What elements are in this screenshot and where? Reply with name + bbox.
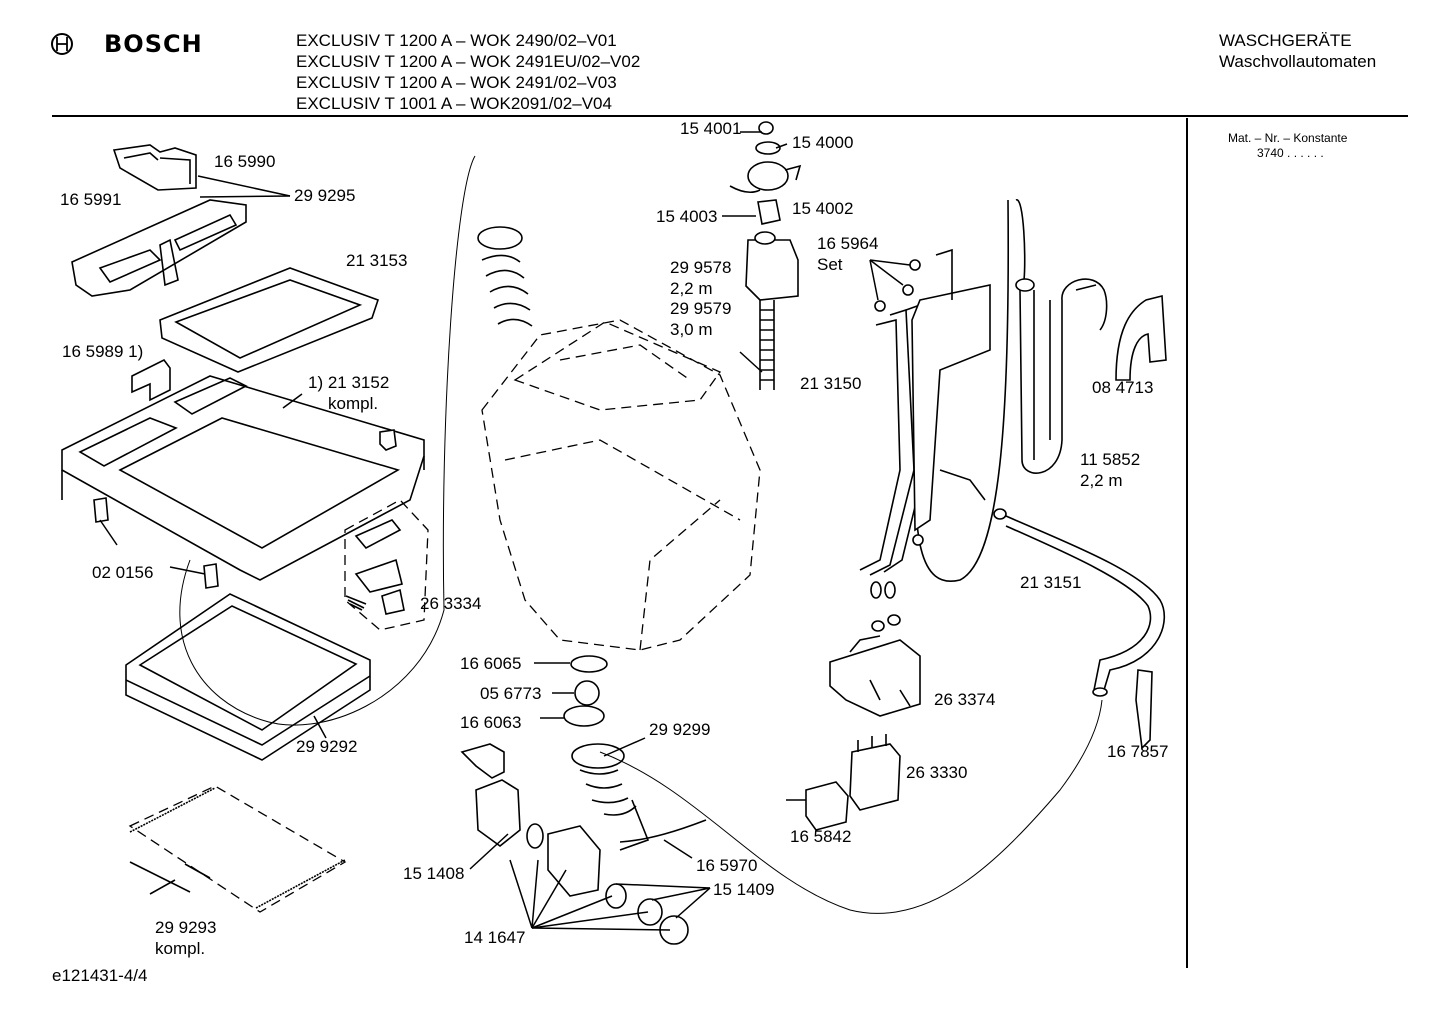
part-overflow-hose-shape xyxy=(1015,278,1108,474)
model-line-3: EXCLUSIV T 1200 A – WOK 2491/02–V03 xyxy=(296,73,617,92)
part-tray-shape xyxy=(159,267,380,373)
part-label: 16 5970 xyxy=(696,856,758,875)
part-aquastop-hose-shape xyxy=(745,231,799,390)
part-label: 15 4001 xyxy=(680,119,742,138)
part-clamp-a-shape xyxy=(93,497,109,523)
part-label: 29 9578 xyxy=(670,258,732,277)
part-label: 26 3374 xyxy=(934,690,996,709)
model-line-4: EXCLUSIV T 1001 A – WOK2091/02–V04 xyxy=(296,94,612,113)
part-detergent-drawer-shape xyxy=(71,199,247,297)
part-gasket-frame-shape xyxy=(125,593,371,761)
category-title: WASCHGERÄTE xyxy=(1219,31,1352,50)
part-label: 16 5842 xyxy=(790,827,852,846)
part-drain-bellows-shape xyxy=(571,743,650,851)
part-clip-shape xyxy=(131,358,171,402)
part-label: 02 0156 xyxy=(92,563,154,582)
part-plug-shape xyxy=(379,429,397,451)
part-label: 15 4003 xyxy=(656,207,718,226)
part-label: 11 5852 xyxy=(1080,450,1141,469)
part-label: 2,2 m xyxy=(670,279,713,298)
part-valve-bracket-shape xyxy=(829,614,921,717)
part-cover-board-shape xyxy=(128,785,347,913)
part-label: 29 9293 xyxy=(155,918,217,937)
model-line-1: EXCLUSIV T 1200 A – WOK 2490/02–V01 xyxy=(296,31,617,50)
part-label: 14 1647 xyxy=(464,928,526,947)
part-label: 16 5990 xyxy=(214,152,276,171)
part-label: 3,0 m xyxy=(670,320,713,339)
part-label: kompl. xyxy=(155,939,206,958)
part-inlet-valve-shape xyxy=(849,734,901,811)
part-label: 15 4000 xyxy=(792,133,854,152)
part-drain-hose-shape xyxy=(993,508,1165,697)
part-top-frame-shape xyxy=(61,375,425,581)
part-seal-rings-shape xyxy=(563,655,608,727)
part-label: 16 6063 xyxy=(460,713,522,732)
part-label: kompl. xyxy=(328,394,379,413)
part-label: 29 9295 xyxy=(294,186,356,205)
part-label: 21 3153 xyxy=(346,251,408,270)
cable-curve-shape xyxy=(599,699,1103,914)
part-label: 08 4713 xyxy=(1092,378,1154,397)
part-hose-clip-shape xyxy=(1135,669,1153,750)
tub-shape xyxy=(481,319,761,651)
part-label: 21 3150 xyxy=(800,374,862,393)
part-label: Set xyxy=(817,255,843,274)
part-suppressor-shape xyxy=(786,781,849,831)
part-inlet-nut-shape xyxy=(729,121,802,225)
part-label: 29 9579 xyxy=(670,299,732,318)
tub-outline-shape xyxy=(179,155,476,726)
part-door-lock-shape xyxy=(344,499,429,631)
bosch-armature-icon xyxy=(51,33,73,55)
part-label: 16 6065 xyxy=(460,654,522,673)
part-label: 16 5964 xyxy=(817,234,879,253)
part-hose-assembly-shape xyxy=(859,248,991,599)
part-drawer-lid-shape xyxy=(112,144,197,191)
part-label: 15 4002 xyxy=(792,199,854,218)
subcategory-title: Waschvollautomaten xyxy=(1219,52,1377,71)
brand-logo: BOSCH xyxy=(104,30,203,58)
part-label: 15 1408 xyxy=(403,864,465,883)
part-label: 26 3330 xyxy=(906,763,968,782)
part-hose-guide-shape xyxy=(1115,294,1167,381)
part-label: 16 5989 1) xyxy=(62,342,144,361)
part-label: 29 9299 xyxy=(649,720,711,739)
part-label: 05 6773 xyxy=(480,684,542,703)
part-label: 2,2 m xyxy=(1080,471,1123,490)
part-label: 26 3334 xyxy=(420,594,482,613)
part-bellows-shape xyxy=(477,226,533,327)
model-line-2: EXCLUSIV T 1200 A – WOK 2491EU/02–V02 xyxy=(296,52,641,71)
part-label: 16 7857 xyxy=(1107,742,1169,761)
part-label: 16 5991 xyxy=(60,190,122,209)
side-panel-label: Mat. – Nr. – Konstante xyxy=(1228,131,1348,145)
part-label: 1) 21 3152 xyxy=(308,373,390,392)
part-clamp-b-shape xyxy=(203,563,219,589)
part-label: 15 1409 xyxy=(713,880,775,899)
part-label: 21 3151 xyxy=(1020,573,1082,592)
part-label: 29 9292 xyxy=(296,737,358,756)
leader-lines xyxy=(99,131,911,931)
document-id: e121431-4/4 xyxy=(52,966,148,985)
side-panel-value: 3740 . . . . . . xyxy=(1257,146,1324,160)
